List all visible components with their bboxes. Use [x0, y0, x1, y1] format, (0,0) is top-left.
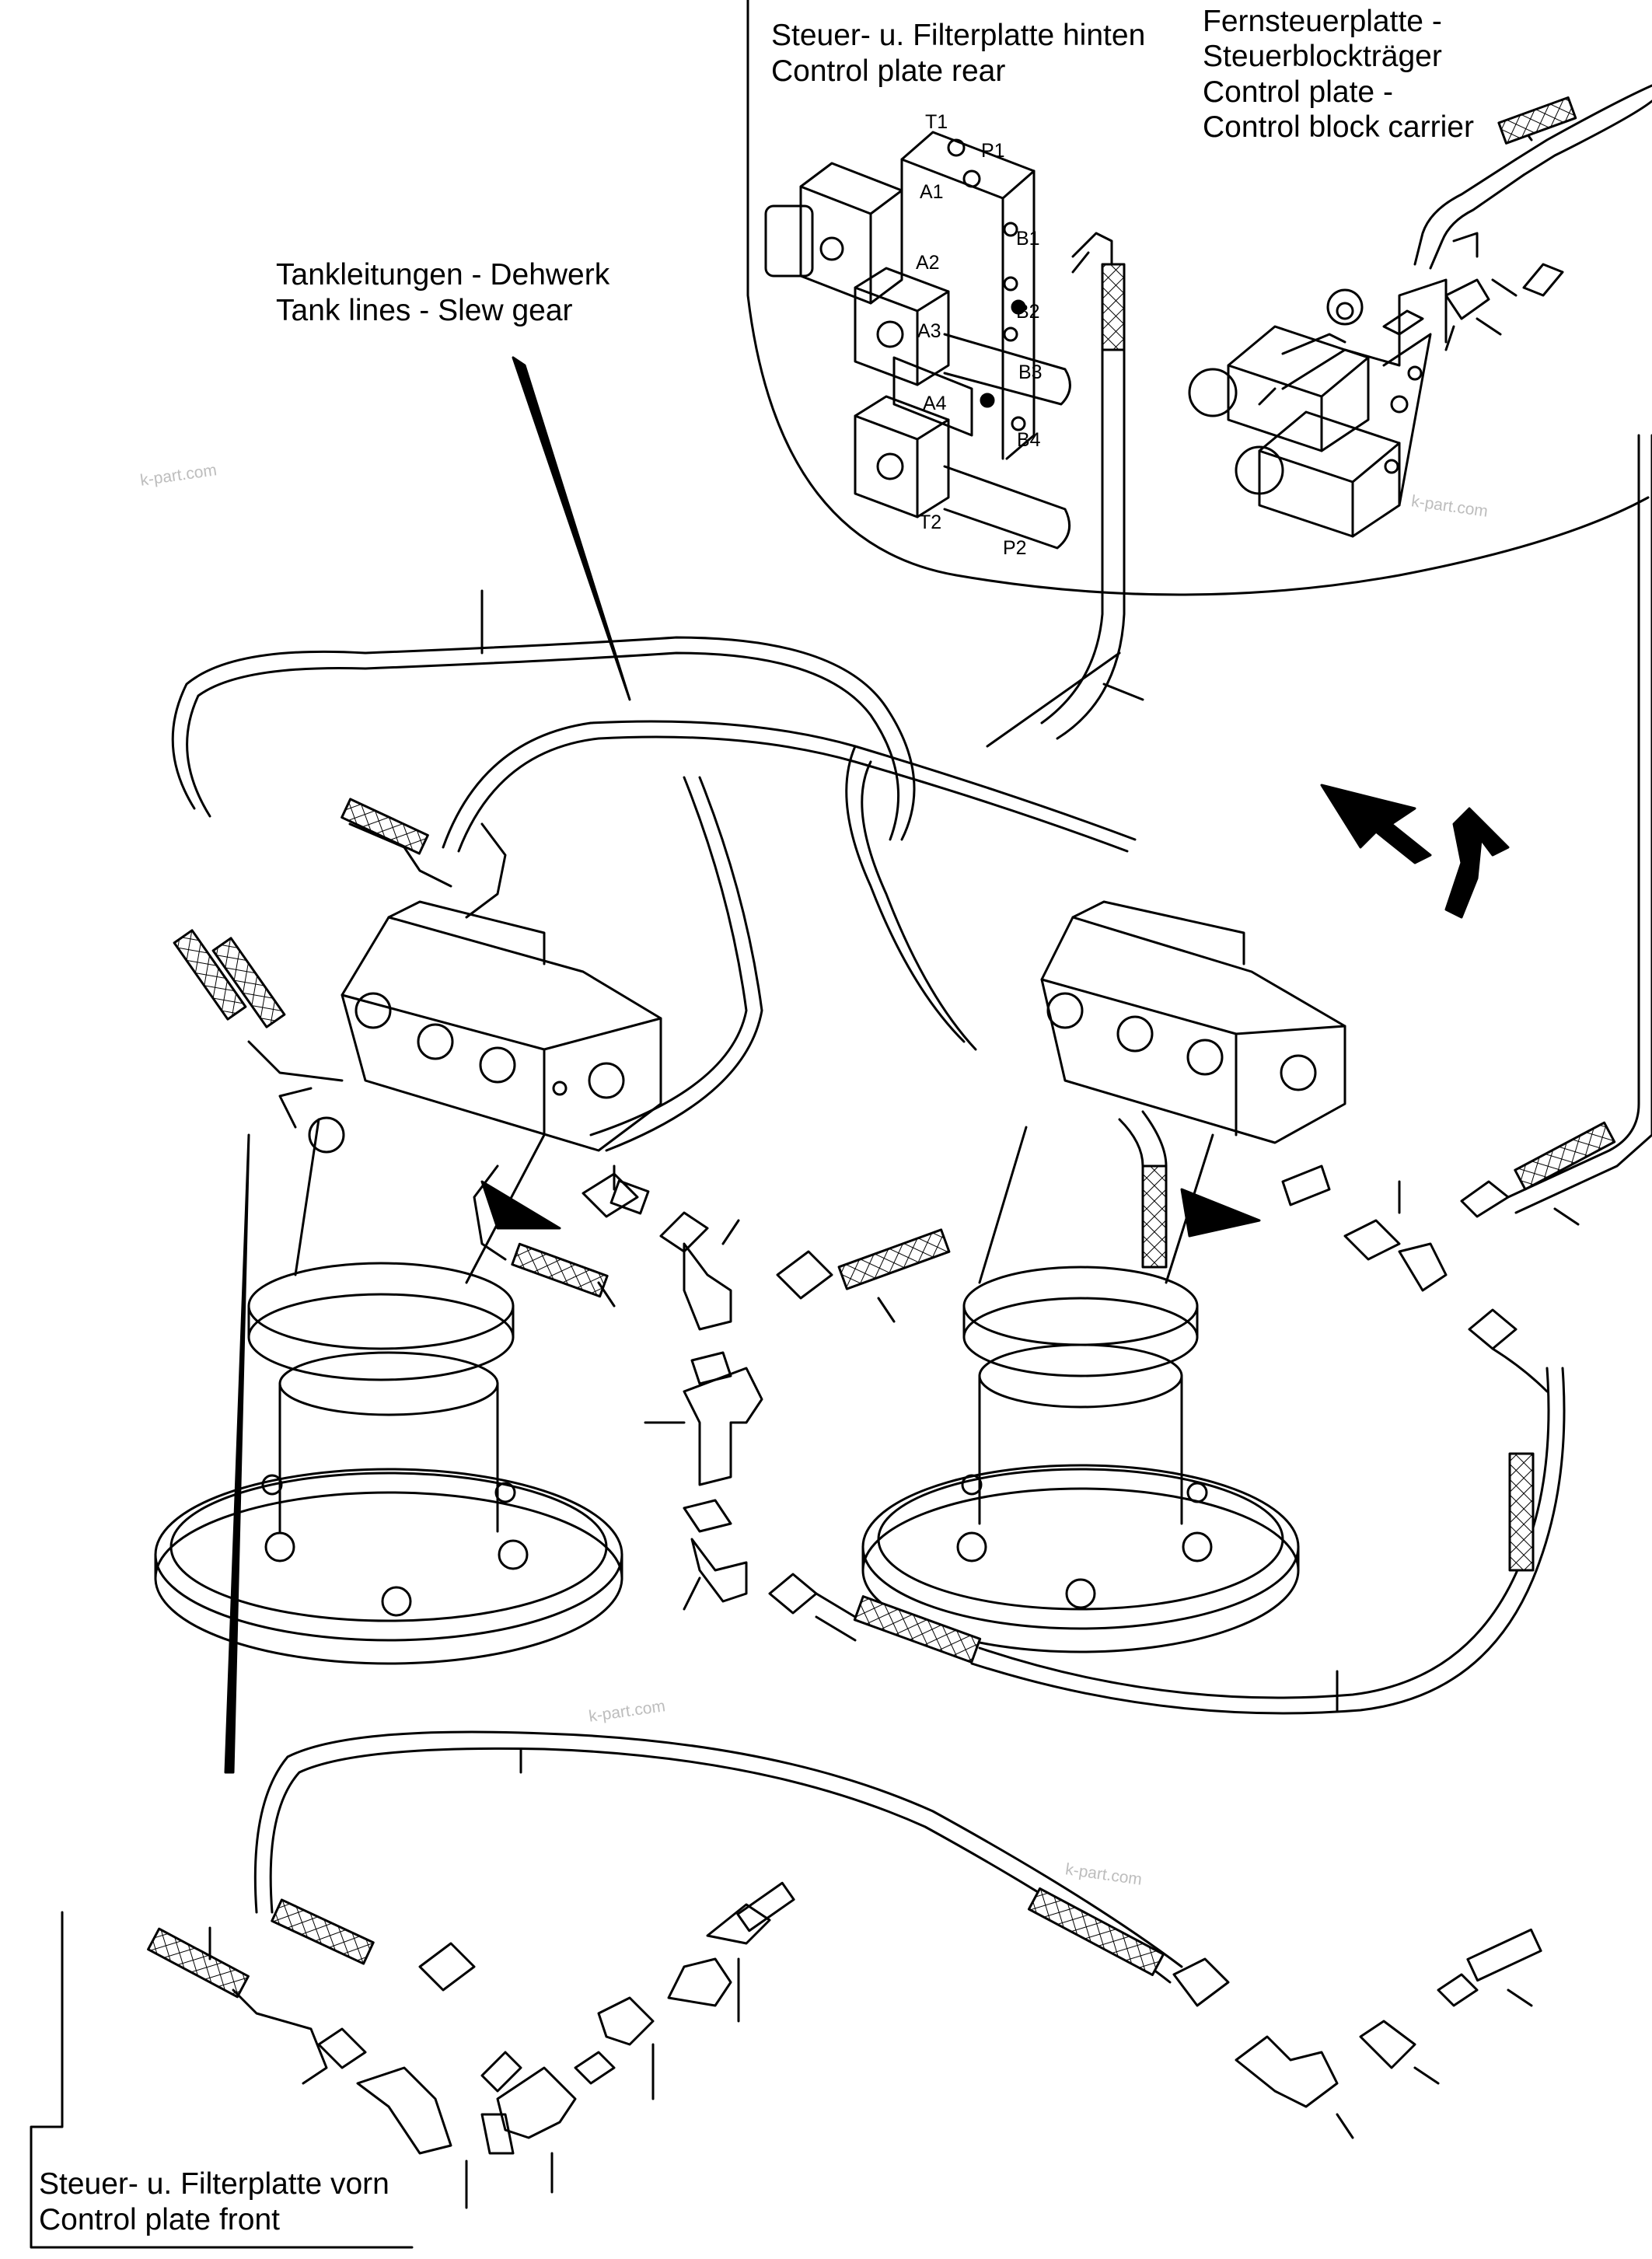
port-label-b2: B2 [1016, 301, 1040, 323]
remote-plate-label-de-1: Fernsteuerplatte - [1203, 5, 1442, 38]
port-label-t1: T1 [925, 111, 948, 133]
front-plate-bracket [30, 1911, 414, 2249]
tank-lines-label-de: Tankleitungen - Dehwerk [276, 258, 610, 292]
front-plate-label-de: Steuer- u. Filterplatte vorn [39, 2167, 389, 2201]
center-fittings [582, 1164, 1566, 1715]
remote-plate-label-en-2: Control block carrier [1203, 110, 1474, 144]
port-label-a4: A4 [923, 393, 947, 414]
tank-loop [171, 589, 1144, 1152]
port-label-b3: B3 [1018, 361, 1043, 383]
left-slew-hoses [173, 798, 616, 1308]
rear-plate-label-en: Control plate rear [771, 54, 1006, 88]
right-slew-gear [861, 900, 1346, 1653]
rear-plate-label-de: Steuer- u. Filterplatte hinten [771, 19, 1146, 52]
tank-leader [512, 356, 631, 701]
remote-plate-label-de-2: Steuerblockträger [1203, 40, 1442, 73]
left-pointer [480, 1180, 561, 1230]
front-leader [224, 1133, 250, 1774]
port-label-b4: B4 [1017, 429, 1041, 451]
port-label-p1: P1 [981, 140, 1005, 162]
right-pointer [1180, 1188, 1261, 1238]
port-label-b1: B1 [1016, 228, 1040, 250]
rear-callout-border [746, 0, 1650, 596]
port-label-a2: A2 [916, 252, 940, 274]
port-label-a3: A3 [917, 320, 941, 342]
direction-arrow [1320, 784, 1432, 864]
port-label-a1: A1 [920, 181, 944, 203]
left-slew-gear [154, 900, 662, 1665]
front-hose [147, 1730, 1542, 2209]
port-label-t2: T2 [919, 512, 942, 533]
port-label-p2: P2 [1003, 537, 1027, 559]
remote-hose [1460, 84, 1652, 1226]
remote-control-block [1188, 123, 1564, 538]
tank-lines-label-en: Tank lines - Slew gear [276, 294, 573, 327]
rear-valve-stack [764, 131, 1071, 550]
rear-hose [1040, 232, 1126, 740]
remote-plate-label-en-1: Control plate - [1203, 75, 1393, 109]
front-plate-label-en: Control plate front [39, 2203, 281, 2236]
